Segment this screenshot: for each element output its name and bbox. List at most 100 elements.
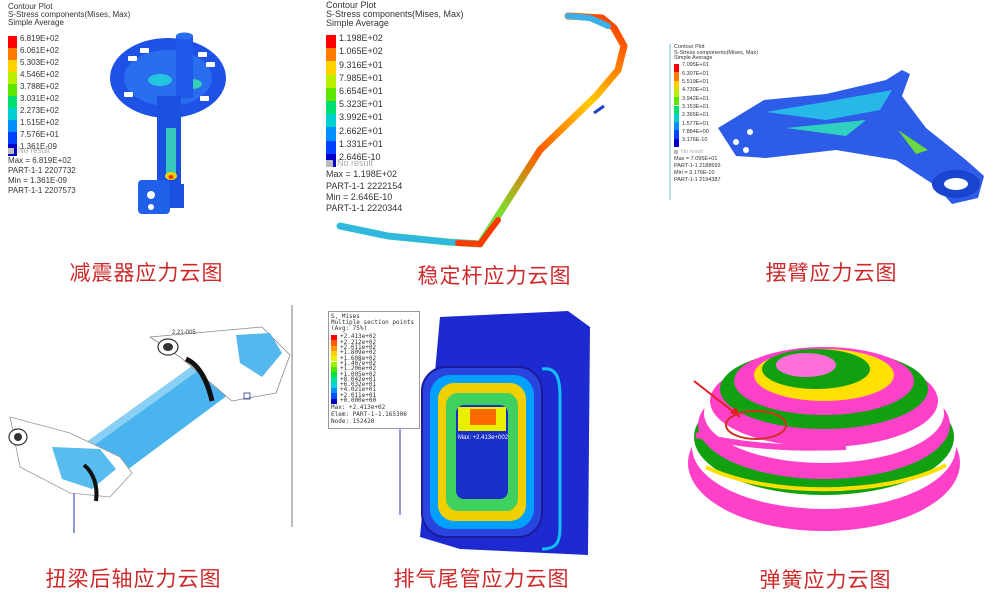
legend-stabilizer: Contour Plot S-Stress components(Mises, … [326, 1, 464, 167]
color-scale-label: +8.042e+01 [340, 375, 377, 383]
color-scale-label: 1.361E-09 [20, 142, 57, 152]
color-swatch [326, 140, 336, 154]
color-scale-label: +6.032e+01 [340, 381, 377, 389]
color-swatch [8, 84, 17, 96]
max-value: Max = 7.095E+01 [674, 155, 718, 162]
min-value: Min = 2.646E-10 [326, 191, 393, 202]
caption-control-arm: 摆臂应力云图 [765, 261, 898, 285]
color-scale-label: +1.206e+02 [340, 365, 377, 373]
legend-title: Contour Plot [674, 44, 705, 50]
color-swatch [8, 96, 17, 108]
color-swatch [331, 377, 337, 383]
color-scale-label: 2.646E-10 [339, 151, 381, 162]
color-scale-label: 2.273E+02 [20, 106, 59, 116]
legend-subtitle: S-Stress components(Mises, Max) [8, 10, 131, 19]
color-scale-label: +2.011e+01 [340, 391, 377, 399]
color-swatch [331, 372, 337, 378]
panel-shock-absorber: Contour Plot S-Stress components(Mises, … [0, 0, 333, 297]
color-scale-label: 7.576E+01 [20, 130, 59, 140]
color-scale-label: 4.546E+02 [20, 70, 59, 80]
legend-shock: Contour Plot S-Stress components(Mises, … [8, 3, 131, 156]
color-swatch [326, 35, 336, 49]
color-swatch [331, 393, 337, 399]
color-swatch [674, 113, 679, 123]
legend-exhaust: S, Mises Multiple section points (Avg: 7… [328, 311, 420, 429]
color-swatch [674, 72, 679, 81]
color-scale-label: +2.413e+02 [340, 333, 377, 341]
color-scale-label: 3.788E+02 [20, 82, 59, 92]
color-scale-label: 5.323E+01 [339, 99, 383, 110]
color-swatch [331, 335, 337, 341]
legend-average: (Avg: 75%) [331, 325, 368, 332]
color-swatch [674, 122, 679, 131]
elem-value: Elem: PART-1-1.165306 [331, 411, 407, 418]
color-scale-label: 3.153E+01 [682, 103, 709, 110]
color-scale-label: +0.000e+00 [340, 397, 377, 404]
color-scale-label: 1.065E+02 [339, 46, 383, 57]
color-swatch [331, 382, 337, 388]
legend-average: Simple Average [326, 18, 389, 28]
max-part: PART-1-1 2207732 [8, 166, 76, 175]
color-scale-label: 7.985E+01 [339, 72, 383, 83]
node-value: Node: 152420 [331, 418, 375, 425]
color-scale-label: 3.176E-10 [682, 137, 708, 144]
legend-subtitle: S-Stress components(Mises, Max) [326, 9, 464, 19]
color-swatch [331, 356, 337, 362]
legend-control-arm-footer: No result Max = 7.095E+01 PART-1-1 21886… [674, 149, 721, 183]
color-scale-label: 3.031E+02 [20, 94, 59, 104]
legend-subtitle: S-Stress components(Mises, Max) [674, 49, 759, 56]
color-swatch [674, 64, 679, 73]
torsion-beam-model [8, 305, 293, 533]
min-value: Min = 3.176E-10 [674, 169, 715, 176]
max-value: Max = 6.819E+02 [8, 156, 72, 165]
panel-torsion-beam: 2.21-005 扭梁后轴应力云图 [0, 297, 333, 595]
color-swatch [8, 48, 17, 60]
color-scale-label: 7.095E+01 [682, 62, 709, 69]
legend-subtitle: Multiple section points [331, 319, 415, 326]
color-swatch [674, 130, 679, 139]
color-swatch [326, 61, 336, 75]
color-scale-label: +1.005e+02 [340, 370, 377, 378]
control-arm-model [669, 44, 984, 204]
max-part: PART-1-1 2188693 [674, 162, 721, 169]
color-swatch [8, 72, 17, 84]
shock-absorber-model [110, 32, 226, 214]
color-scale-label: +1.608e+02 [340, 354, 377, 362]
color-scale-label: 1.515E+02 [20, 118, 59, 128]
color-scale-label: 6.654E+01 [339, 85, 383, 96]
legend-shock-footer: No result Max = 6.819E+02 PART-1-1 22077… [8, 146, 76, 196]
color-scale-label: 1.198E+02 [339, 33, 383, 44]
panel-spring: 弹簧应力云图 [666, 297, 1000, 595]
color-swatch [331, 361, 337, 367]
color-scale-label: 7.884E+00 [682, 128, 709, 135]
legend-average: Simple Average [8, 18, 64, 27]
panel-stabilizer-bar: Contour Plot S-Stress components(Mises, … [318, 0, 653, 297]
color-swatch [8, 60, 17, 72]
no-result-key: No result [326, 158, 402, 169]
color-swatch [326, 87, 336, 101]
min-value: Min = 1.361E-09 [8, 176, 67, 185]
color-scale-label: 4.730E+01 [682, 87, 709, 94]
color-scale-label: 3.942E+01 [682, 95, 709, 102]
color-swatch [674, 88, 679, 98]
color-scale-label: 5.519E+01 [682, 79, 709, 86]
caption-stabilizer-bar: 稳定杆应力云图 [417, 264, 572, 288]
color-swatch [331, 340, 337, 346]
max-marker: Max: +2.413e+002 [458, 435, 508, 441]
color-swatch [8, 108, 17, 120]
color-swatch [331, 388, 337, 394]
color-scale-label: 6.061E+02 [20, 46, 59, 56]
color-scale-label: 1.331E+01 [339, 138, 383, 149]
color-swatch [326, 48, 336, 62]
color-swatch [326, 114, 336, 128]
legend-title: S, Mises [331, 313, 360, 320]
color-scale-label: 2.365E+01 [682, 112, 709, 119]
color-scale-label: 6.307E+01 [682, 70, 709, 77]
min-part: PART-1-1 2220344 [326, 203, 403, 213]
color-scale-label: +1.809e+02 [340, 349, 377, 357]
color-scale-label: 3.992E+01 [339, 112, 383, 123]
legend-stabilizer-footer: No result Max = 1.198E+02 PART-1-1 22221… [326, 158, 402, 214]
no-result-key: No result [674, 149, 721, 156]
max-value: Max = 1.198E+02 [326, 169, 398, 180]
min-part: PART-1-1 2207573 [8, 186, 76, 195]
